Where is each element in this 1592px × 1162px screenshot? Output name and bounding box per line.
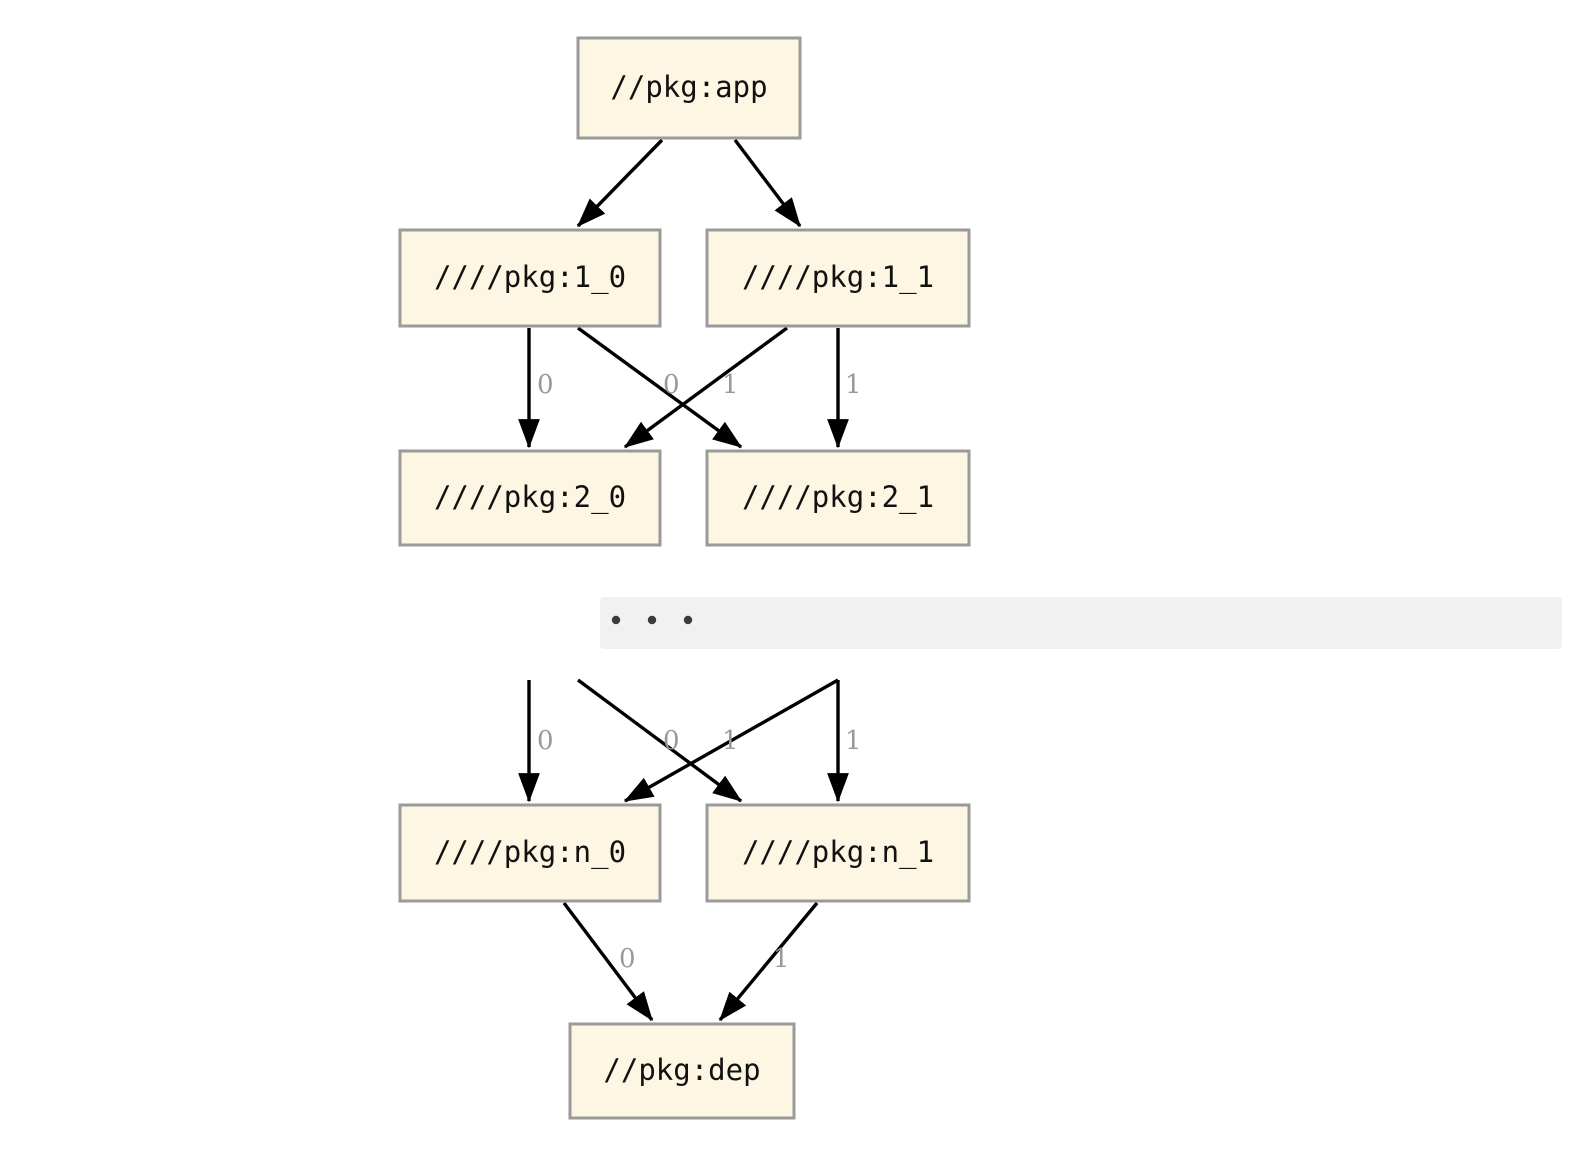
graph-node-n1_1[interactable]: ////pkg:1_1 [705,228,971,328]
node-label: ////pkg:n_1 [742,835,934,870]
ellipsis-separator [600,597,1562,649]
edge-label: 1 [845,726,862,756]
graph-node-app[interactable]: //pkg:app [576,36,802,140]
ellipsis-band [600,597,1562,649]
node-box[interactable] [568,1022,796,1120]
node-box[interactable] [398,449,662,547]
graph-node-nn_1[interactable]: ////pkg:n_1 [705,803,971,903]
edge-label: 0 [537,726,554,756]
edges-layer [518,138,849,1022]
node-label: ////pkg:1_1 [742,260,934,295]
edge-label: 0 [619,944,636,974]
node-label: ////pkg:1_0 [434,260,626,295]
graph-node-dep[interactable]: //pkg:dep [568,1022,796,1120]
ellipsis-dot [683,615,693,625]
edge-label: 1 [722,370,739,400]
edge-label: 1 [845,370,862,400]
graph-node-n2_0[interactable]: ////pkg:2_0 [398,449,662,547]
graph-edge [623,326,789,449]
graph-edge [733,138,802,228]
edge-label: 0 [537,370,554,400]
node-label: ////pkg:n_0 [434,835,626,870]
edge-labels-layer: 0 1 0 1 0 1 0 1 0 1 [537,370,862,974]
node-label: ////pkg:2_1 [742,480,934,515]
graph-edge [576,138,664,228]
graph-edge [718,901,819,1022]
node-box[interactable] [705,803,971,903]
ellipsis-dot [647,615,657,625]
graph-edge [562,901,654,1022]
nodes-layer: //pkg:app ////pkg:1_0 ////pkg:1_1 ////pkg:2… [398,36,971,1120]
node-label: //pkg:dep [603,1053,760,1087]
node-label: ////pkg:2_0 [434,480,626,515]
ellipsis-dot [611,615,621,625]
node-box[interactable] [705,228,971,328]
graph-edge [576,678,743,803]
edge-label: 1 [722,726,739,756]
node-box[interactable] [576,36,802,140]
graph-node-n1_0[interactable]: ////pkg:1_0 [398,228,662,328]
node-label: //pkg:app [610,70,767,104]
graph-edge [576,326,743,449]
graph-node-n2_1[interactable]: ////pkg:2_1 [705,449,971,547]
node-box[interactable] [705,449,971,547]
edge-label: 1 [773,944,790,974]
graph-node-nn_0[interactable]: ////pkg:n_0 [398,803,662,903]
node-box[interactable] [398,228,662,328]
edge-label: 0 [663,370,680,400]
edge-label: 0 [663,726,680,756]
node-box[interactable] [398,803,662,903]
graph-edge [623,678,839,803]
